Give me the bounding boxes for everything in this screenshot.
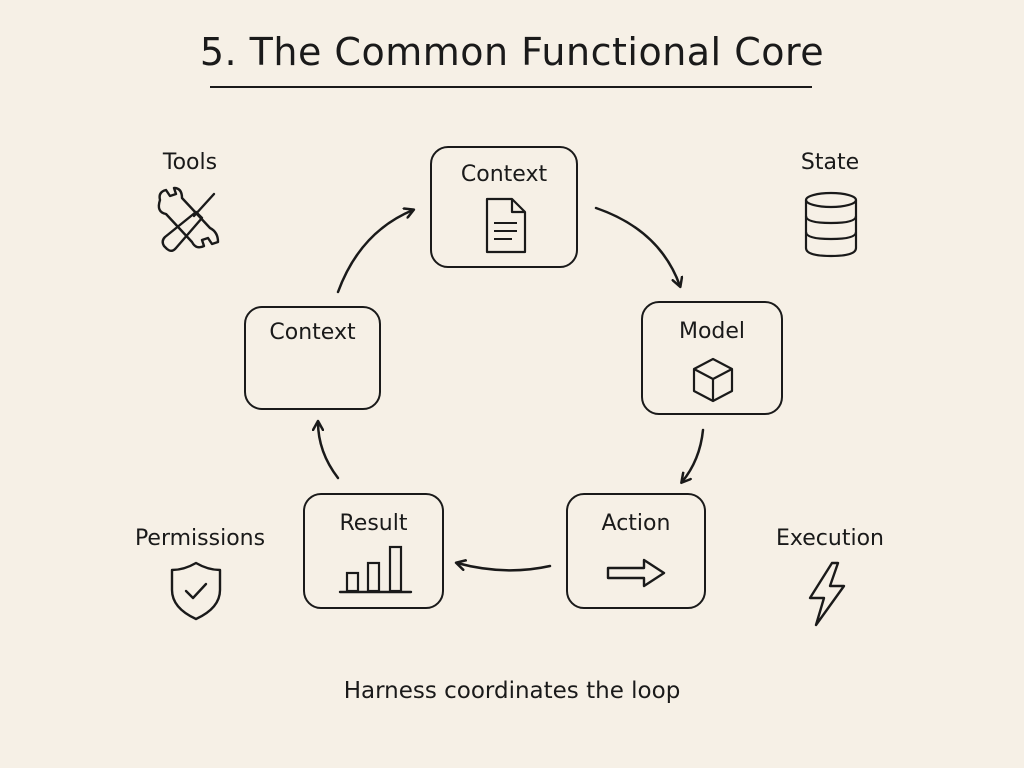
tools-icon	[157, 186, 220, 252]
node-context-left-label: Context	[269, 320, 356, 345]
document-icon	[485, 197, 527, 254]
node-result: Result	[303, 493, 444, 609]
arrow-action-to-result	[457, 563, 552, 572]
arrow-right-icon	[606, 558, 666, 588]
node-model-label: Model	[678, 319, 746, 344]
footer-caption: Harness coordinates the loop	[343, 678, 681, 704]
node-context-left: Context	[244, 306, 381, 410]
node-action: Action	[566, 493, 706, 609]
database-icon	[804, 191, 858, 258]
lightning-icon	[808, 561, 846, 627]
node-context-top-label: Context	[460, 162, 548, 187]
node-context-top: Context	[430, 146, 578, 268]
node-action-label: Action	[601, 511, 671, 536]
bar-chart-icon	[338, 545, 413, 594]
node-result-label: Result	[339, 511, 408, 536]
arrow-result-to-context	[318, 422, 340, 480]
state-label: State	[800, 150, 860, 175]
permissions-label: Permissions	[134, 526, 266, 551]
diagram-title: 5. The Common Functional Core	[199, 30, 825, 74]
shield-check-icon	[170, 561, 222, 621]
execution-label: Execution	[776, 526, 884, 551]
cube-icon	[692, 357, 734, 403]
arrow-context-to-model	[594, 206, 680, 286]
tools-label: Tools	[162, 150, 218, 175]
arrow-model-to-action	[682, 428, 705, 482]
title-underline	[210, 86, 812, 88]
node-model: Model	[641, 301, 783, 415]
arrow-context-left-to-context-top	[336, 210, 413, 294]
